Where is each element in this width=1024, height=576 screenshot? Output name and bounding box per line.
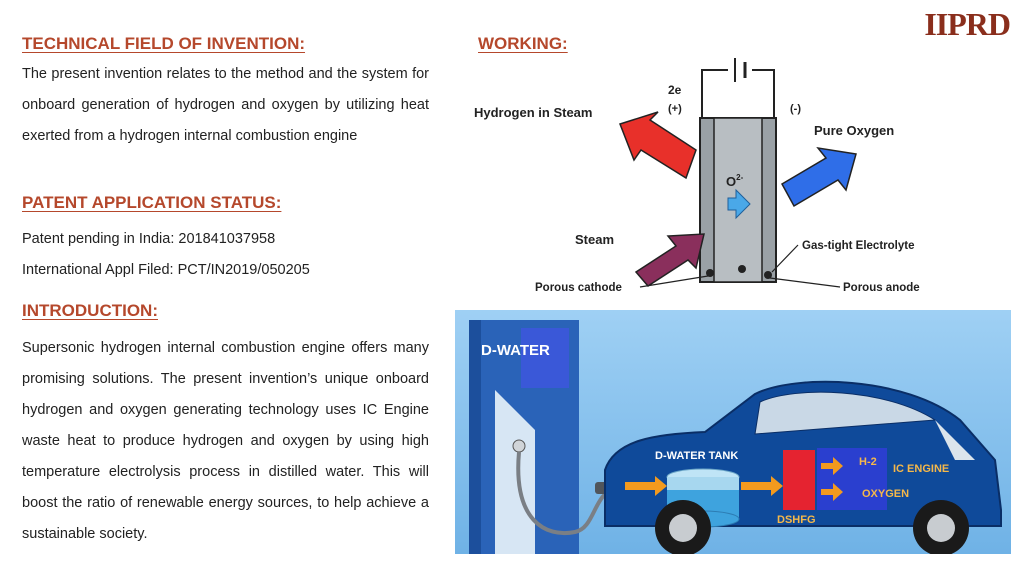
oxygen-label: OXYGEN	[862, 488, 909, 500]
ion-arrow	[727, 188, 751, 220]
tank-to-dshfg-arrow	[741, 476, 783, 496]
working-heading: WORKING:	[478, 34, 568, 53]
anode-dot	[764, 271, 772, 279]
ion-label: O2-	[726, 173, 744, 189]
pure-oxygen-label: Pure Oxygen	[814, 123, 894, 138]
car-illustration: D-WATER D-WATER TANK DSHFG H-2 IC ENGINE…	[455, 310, 1011, 554]
electrolysis-diagram: O2- 2e (+) (-) Hydrogen in Steam Pure Ox…	[474, 58, 920, 294]
introduction-text: Supersonic hydrogen internal combustion …	[22, 340, 429, 542]
front-wheel-hub	[669, 514, 697, 542]
h2-arrow	[821, 457, 843, 475]
oxygen-arrow	[821, 483, 843, 501]
gas-tight-label: Gas-tight Electrolyte	[802, 240, 914, 252]
ic-engine-panel	[817, 448, 887, 510]
steam-label: Steam	[575, 232, 614, 247]
technical-field-text: The present invention relates to the met…	[22, 66, 429, 144]
hydrogen-out-arrow	[619, 111, 697, 180]
rear-wheel-hub	[927, 514, 955, 542]
patent-international: International Appl Filed: PCT/IN2019/050…	[22, 262, 310, 278]
hose-nozzle-cap	[512, 439, 526, 453]
nozzle-to-tank-arrow	[625, 476, 667, 496]
station-screen	[521, 328, 569, 388]
dwater-tank-label: D-WATER TANK	[655, 450, 738, 462]
circuit-wire	[701, 69, 775, 118]
patent-india: Patent pending in India: 201841037958	[22, 231, 276, 247]
iiprd-logo: IIPRD	[924, 6, 1011, 42]
anode-leader	[769, 277, 841, 288]
patent-status-heading: PATENT APPLICATION STATUS:	[22, 193, 282, 212]
electrons-label: 2e	[668, 83, 682, 97]
plus-label: (+)	[668, 103, 682, 115]
dshfg-unit	[783, 450, 815, 510]
gas-tight-leader	[771, 244, 799, 273]
steam-in-arrow	[634, 233, 705, 287]
hydrogen-in-steam-label: Hydrogen in Steam	[474, 105, 592, 120]
h2-label: H-2	[859, 456, 877, 468]
technical-field-heading: TECHNICAL FIELD OF INVENTION:	[22, 34, 306, 53]
station-light-panel	[495, 390, 535, 554]
ic-engine-label: IC ENGINE	[893, 463, 949, 475]
cathode-dot	[706, 269, 714, 277]
tank-label-bg	[651, 446, 751, 464]
minus-label: (-)	[790, 103, 801, 115]
car-rear-window	[935, 420, 975, 460]
introduction-heading: INTRODUCTION:	[22, 301, 158, 320]
dshfg-label: DSHFG	[777, 514, 816, 526]
oxygen-out-arrow	[780, 146, 857, 208]
cathode-leader	[639, 275, 709, 288]
electrolyte-dot	[738, 265, 746, 273]
fuel-hose	[516, 451, 616, 535]
porous-anode-label: Porous anode	[843, 282, 920, 294]
car-window	[754, 391, 937, 435]
porous-cathode-label: Porous cathode	[535, 282, 622, 294]
dwater-label: D-WATER	[481, 342, 550, 359]
